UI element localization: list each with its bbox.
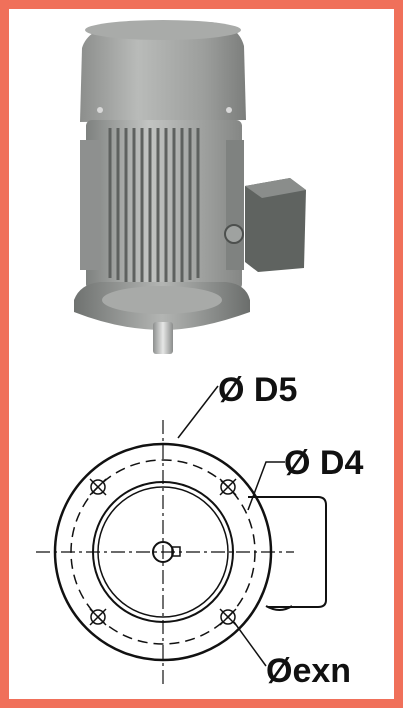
bolt-hole (89, 478, 107, 496)
cable-gland-icon (224, 224, 244, 244)
bolt-hole (219, 478, 237, 496)
side-bracket-left (80, 140, 100, 270)
terminal-box-outline (248, 496, 327, 608)
leader-d4 (247, 461, 285, 511)
leader-exn (233, 621, 267, 667)
screw-icon (97, 107, 103, 113)
terminal-box (245, 178, 306, 272)
flange-technical-drawing (36, 385, 327, 688)
bolt-hole (219, 608, 237, 626)
fan-cover-top (85, 20, 241, 40)
electric-motor-photo (74, 20, 306, 354)
leader-d5 (177, 385, 219, 439)
cooling-fins (108, 128, 200, 284)
dimension-label-exn: Øexn (266, 652, 351, 690)
side-bracket-right (226, 140, 244, 270)
dimension-label-d4: Ø D4 (284, 444, 363, 482)
dimension-label-d5: Ø D5 (218, 371, 297, 409)
screw-icon (226, 107, 232, 113)
motor-shaft (153, 322, 173, 354)
bolt-hole (89, 608, 107, 626)
fan-cover (80, 22, 246, 122)
